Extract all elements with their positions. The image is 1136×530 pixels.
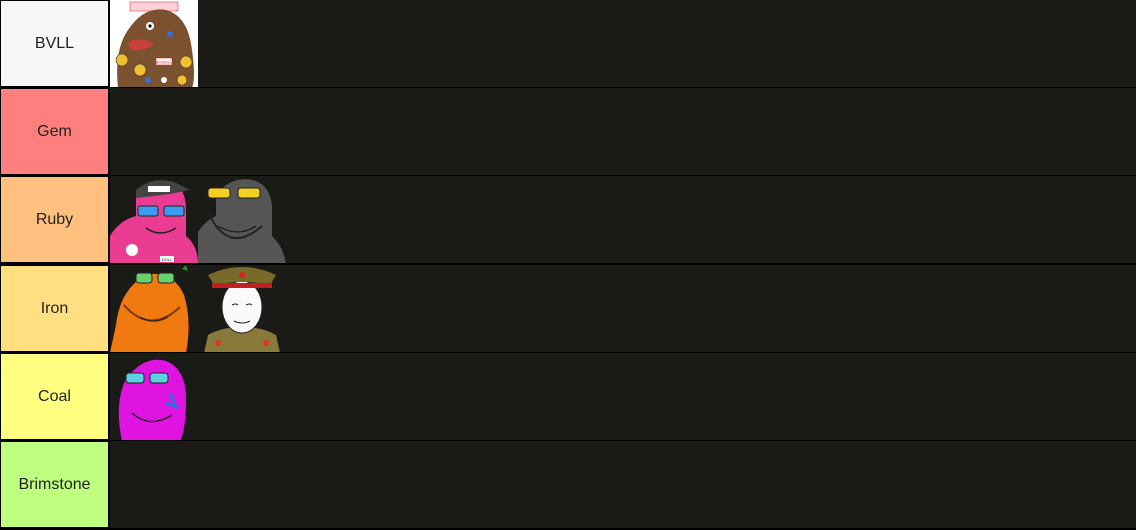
- tier-row-brimstone: Brimstone: [0, 441, 1136, 528]
- tier-items[interactable]: [110, 353, 1136, 440]
- tier-label[interactable]: Gem: [0, 88, 109, 175]
- badge-text: DOLL: [162, 257, 173, 262]
- pink-wojak-cap-icon[interactable]: DOLL: [110, 176, 198, 263]
- tier-row-bvll: BVLL BIGBULL: [0, 0, 1136, 87]
- tier-items[interactable]: [110, 441, 1136, 528]
- tier-items[interactable]: [110, 88, 1136, 175]
- tier-label[interactable]: Iron: [0, 265, 109, 352]
- tier-row-iron: Iron: [0, 265, 1136, 352]
- tier-row-ruby: Ruby DOLL: [0, 176, 1136, 263]
- tier-label[interactable]: BVLL: [0, 0, 109, 87]
- tier-items[interactable]: BIGBULL: [110, 0, 1136, 87]
- orange-wojak-glasses-icon[interactable]: [110, 265, 198, 352]
- gray-wojak-sunglasses-icon[interactable]: [198, 176, 286, 263]
- soviet-officer-wojak-icon[interactable]: [198, 265, 286, 352]
- tier-row-coal: Coal: [0, 353, 1136, 440]
- tier-row-gem: Gem: [0, 88, 1136, 175]
- tier-label[interactable]: Ruby: [0, 176, 109, 263]
- tier-label[interactable]: Coal: [0, 353, 109, 440]
- tier-label[interactable]: Brimstone: [0, 441, 109, 528]
- magenta-wojak-glasses-icon[interactable]: [110, 353, 198, 440]
- brown-wojak-with-badges-icon[interactable]: BIGBULL: [110, 0, 198, 87]
- tier-items[interactable]: DOLL: [110, 176, 1136, 263]
- tier-items[interactable]: [110, 265, 1136, 352]
- badge-text: BIGBULL: [156, 60, 174, 65]
